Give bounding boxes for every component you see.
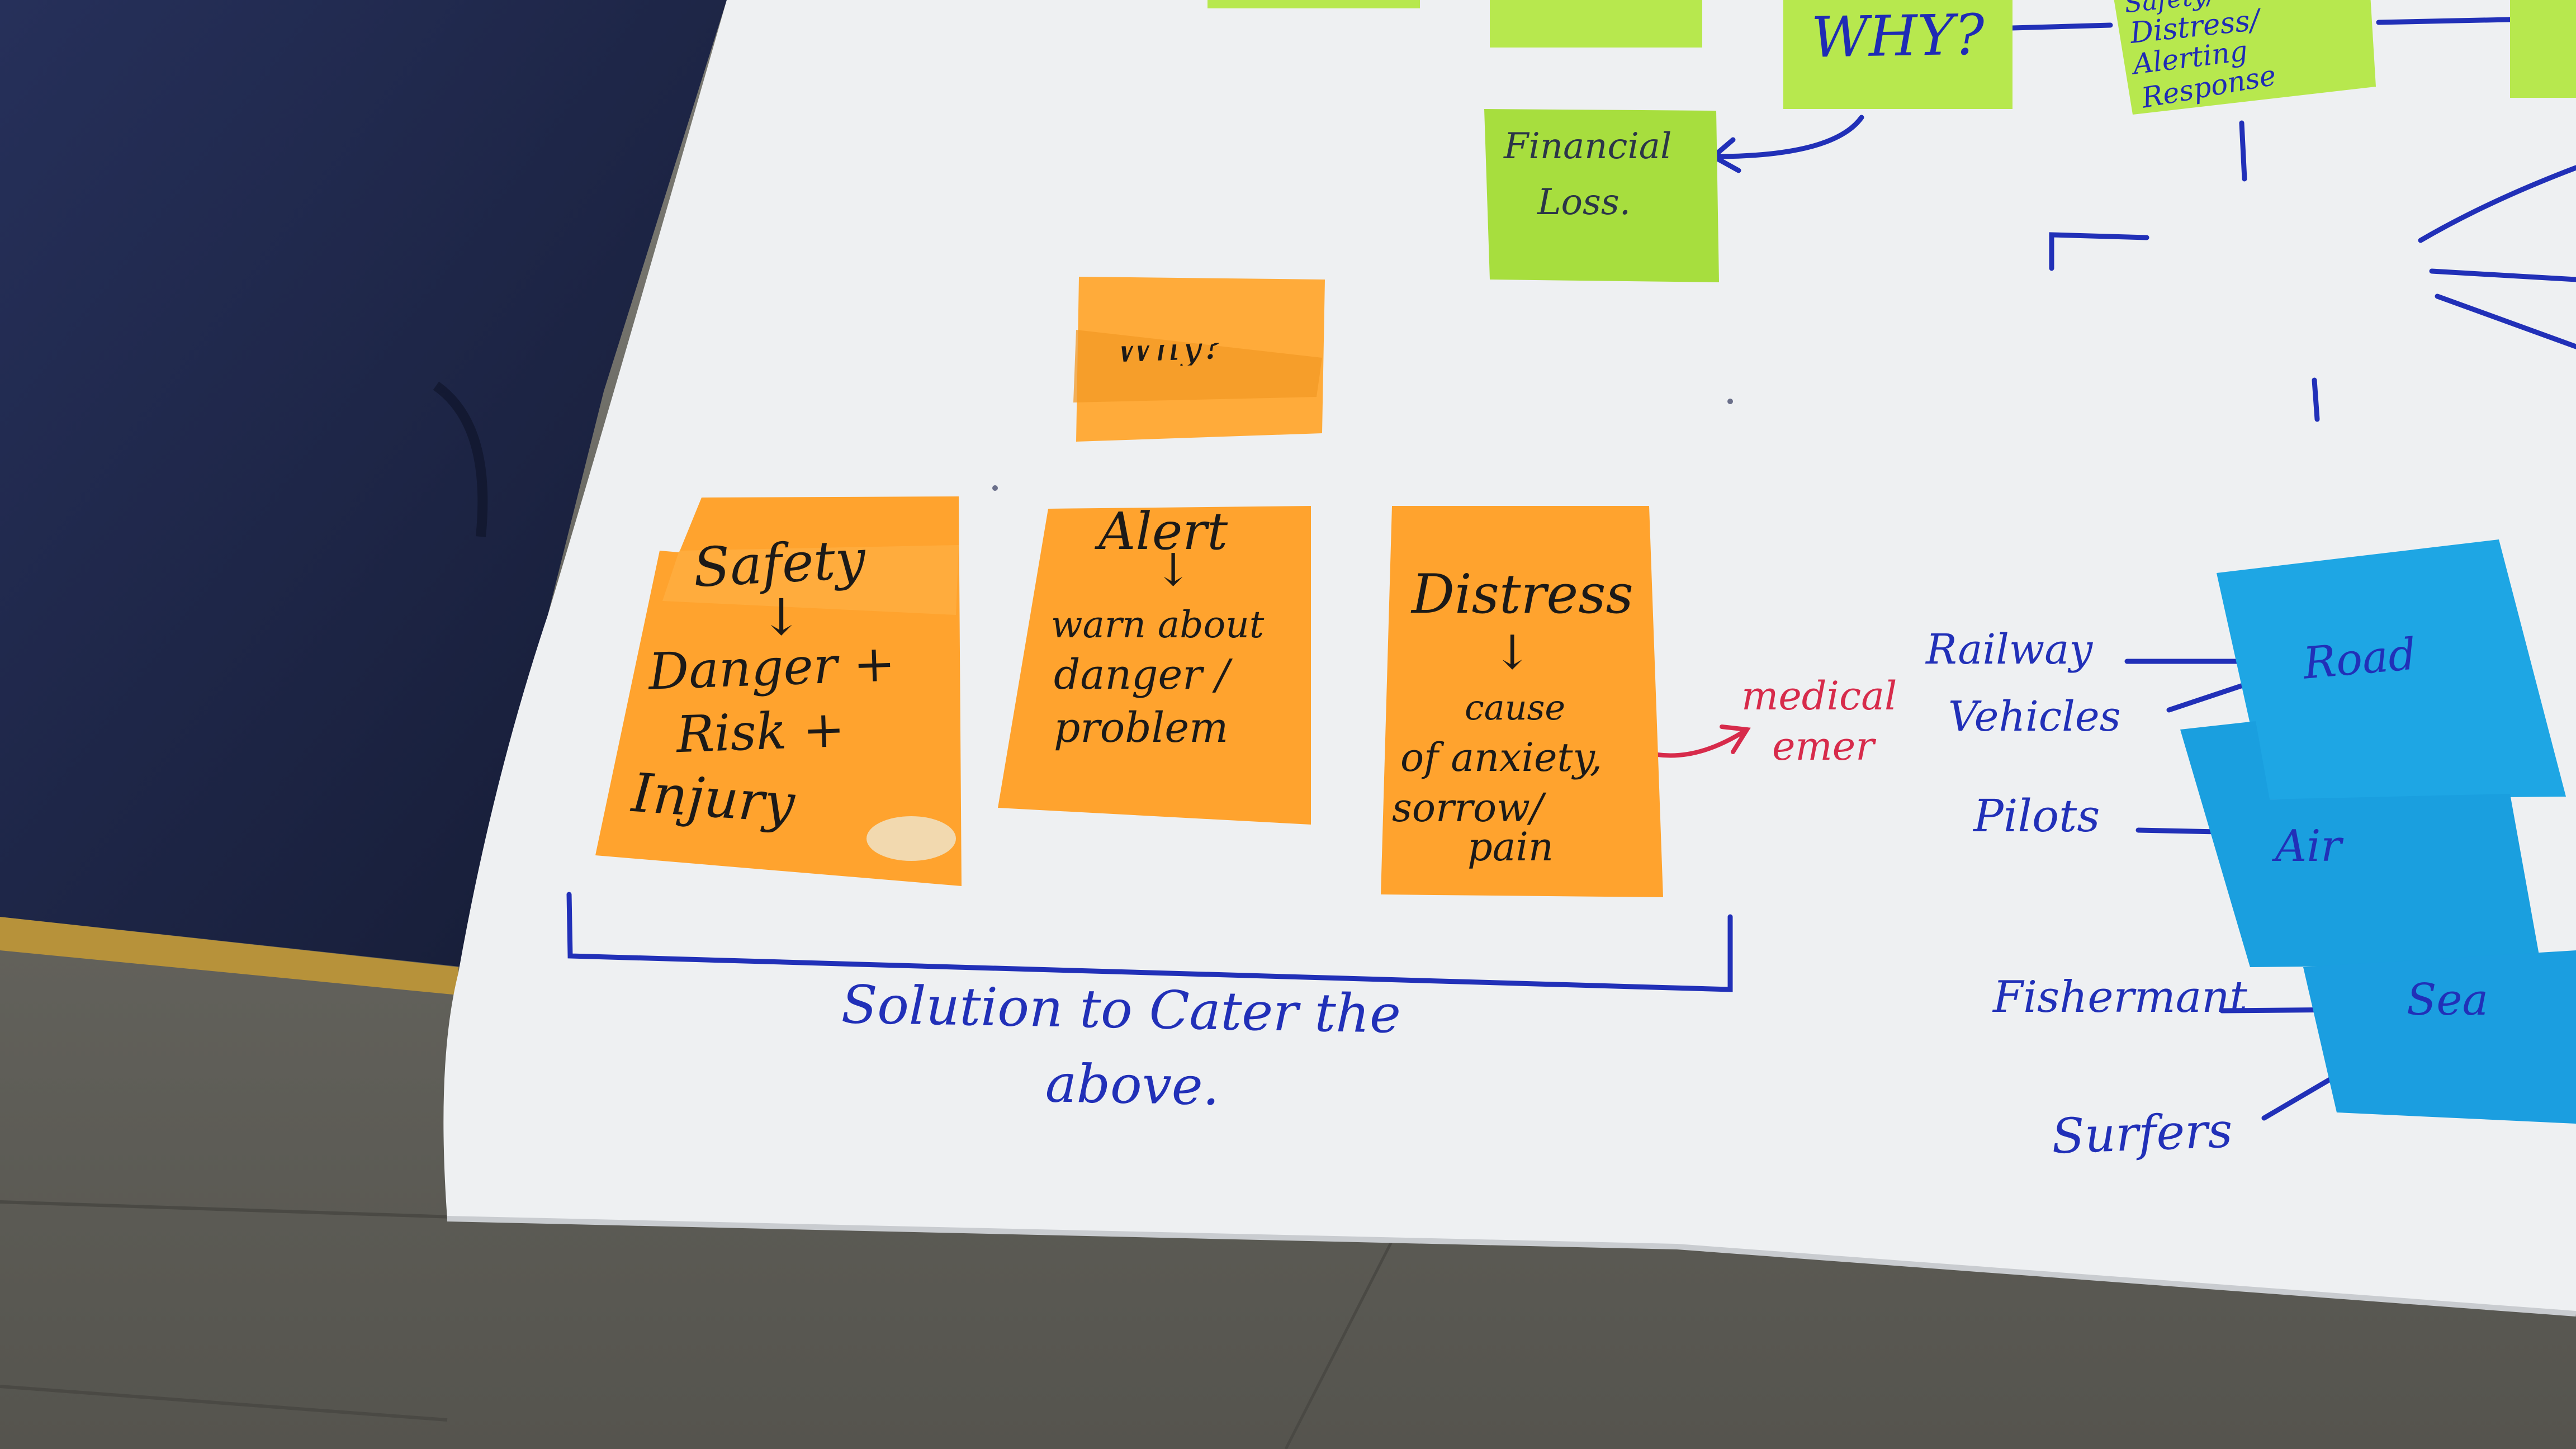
- blue-note-air: [2180, 721, 2541, 967]
- solution-line-1: Solution to Cater the: [841, 974, 1401, 1045]
- solution-bracket: [566, 892, 1733, 992]
- pilots-connector: [2135, 827, 2222, 835]
- vehicles-label: Vehicles: [1948, 693, 2121, 741]
- safety-title: Safety: [692, 528, 867, 599]
- medical-label-2: emer: [1772, 723, 1874, 769]
- safety-arrow: ↓: [760, 588, 803, 647]
- blue-note-sea: [2303, 950, 2576, 1124]
- table-top: [0, 0, 727, 967]
- paper-edge-shadow: [447, 1216, 2576, 1317]
- green-note-partial: [1490, 0, 1702, 48]
- distress-line-4: pain: [1467, 824, 1554, 870]
- connector-line: [2239, 120, 2247, 182]
- spoke-line: [2429, 268, 2576, 282]
- alert-title: Alert: [1098, 501, 1228, 561]
- floor-seam: [0, 1385, 448, 1422]
- medical-arrow: [1655, 727, 1749, 758]
- surfers-label: Surfers: [2051, 1102, 2234, 1165]
- medical-arrow-head: [1720, 724, 1751, 754]
- orange-note-distress: [1381, 506, 1663, 897]
- alert-arrow: ↓: [1154, 544, 1192, 596]
- financial-label-1: Financial: [1504, 126, 1672, 167]
- orange-note-fold-crease: [1073, 330, 1322, 402]
- railway-label: Railway: [1926, 626, 2093, 674]
- green-note-financial: [1484, 109, 1719, 282]
- medical-label-1: medical: [1741, 673, 1897, 719]
- tape-residue: [866, 816, 956, 861]
- floor-seam: [0, 1200, 504, 1220]
- why-label: WHY?: [1810, 2, 1985, 70]
- table-edge: [0, 917, 458, 995]
- table-scuff: [433, 381, 488, 537]
- green-note-cut: [2114, 0, 2376, 115]
- alert-line-1: warn about: [1051, 603, 1265, 646]
- orange-note-alert: [998, 506, 1311, 825]
- alert-line-2: danger /: [1054, 651, 1230, 699]
- distress-line-3: sorrow/: [1392, 785, 1543, 831]
- connector-line: [2312, 377, 2320, 422]
- pen-dot: [1727, 399, 1733, 404]
- sea-label: Sea: [2407, 975, 2489, 1025]
- green-note-partial: [1208, 0, 1420, 8]
- safety-line-1: Danger +: [647, 634, 897, 702]
- distress-title: Distress: [1412, 563, 1633, 626]
- air-label: Air: [2275, 821, 2342, 872]
- distress-line-2: of anxiety,: [1400, 735, 1603, 780]
- orange-note-safety-layer: [662, 545, 959, 615]
- road-label: Road: [2301, 629, 2418, 689]
- financial-label-2: Loss.: [1537, 182, 1631, 223]
- alert-line-3: problem: [1054, 704, 1229, 752]
- spoke-line: [2435, 293, 2576, 349]
- arrow-to-financial: [1711, 115, 1864, 159]
- pen-dot: [992, 485, 998, 491]
- connector-line: [2010, 22, 2113, 31]
- floor-seam: [1284, 1229, 1399, 1449]
- blue-note-road: [2217, 539, 2566, 799]
- spoke-line: [2418, 165, 2576, 243]
- bracket-mark: [2049, 232, 2149, 271]
- safety-line-3: Injury: [629, 761, 797, 836]
- safety-line-2: Risk +: [675, 699, 846, 765]
- distress-arrow: ↓: [1493, 625, 1532, 680]
- connector-line: [2376, 17, 2513, 25]
- solution-line-2: above.: [1045, 1053, 1220, 1117]
- pilots-label: Pilots: [1973, 790, 2100, 842]
- distress-line-1: cause: [1465, 687, 1566, 728]
- fishermen-label: Fishermant: [1993, 972, 2247, 1022]
- green-note-edge: [2510, 0, 2576, 98]
- green-note-why: [1783, 0, 2012, 109]
